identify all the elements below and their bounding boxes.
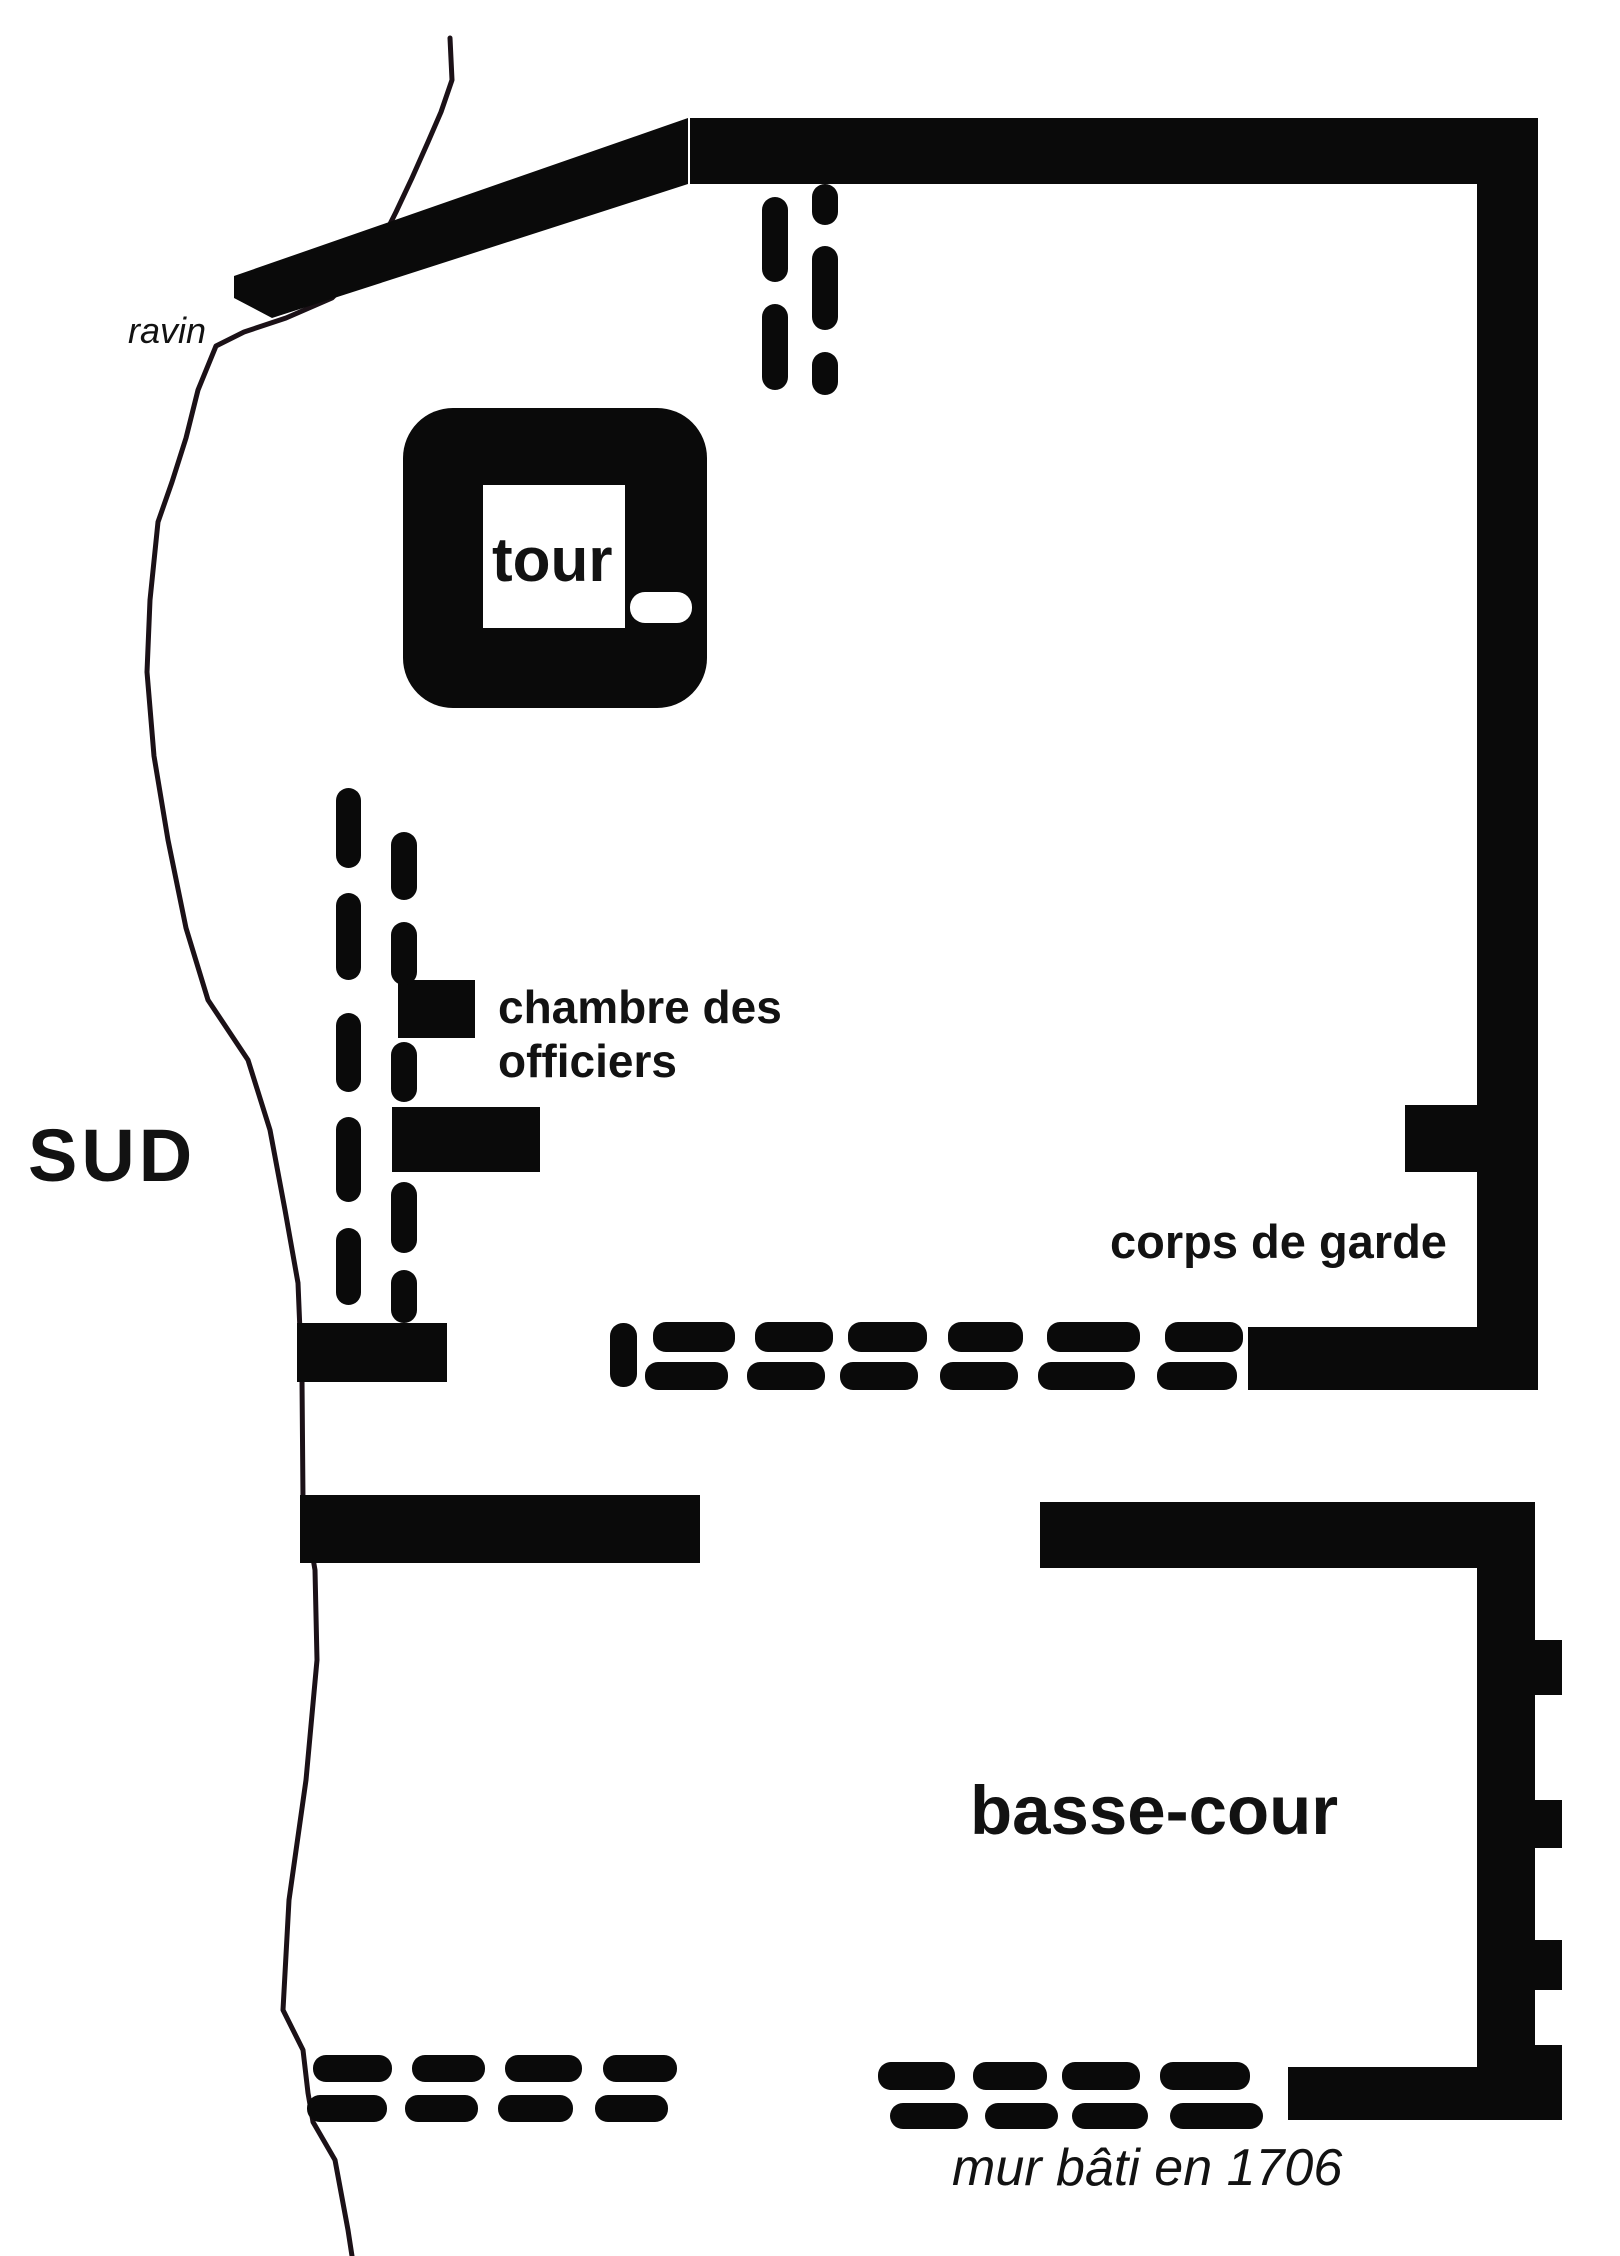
- officers-east-wall-dash: [391, 1042, 417, 1102]
- wall-buttress-1: [1535, 1640, 1562, 1695]
- courtyard-south-wall-dash: [610, 1323, 637, 1387]
- wall-buttress-2: [1535, 1800, 1562, 1848]
- southwest-robbed-wall-dash: [595, 2095, 668, 2122]
- north-robbed-wall-left-dash: [762, 304, 788, 390]
- courtyard-south-wall-dash: [1165, 1322, 1243, 1352]
- south-robbed-wall-1706-dash: [1160, 2062, 1250, 2090]
- label-ravine: ravin: [128, 310, 207, 351]
- wall-bassecour-north-west: [300, 1495, 700, 1563]
- wall-north: [690, 118, 1538, 184]
- south-robbed-wall-1706-dash: [878, 2062, 955, 2090]
- wall-northwest-diagonal: [234, 118, 688, 318]
- southwest-robbed-wall-dash: [307, 2095, 387, 2122]
- officers-west-wall-dash: [336, 1117, 361, 1202]
- wall-east-lower: [1477, 1502, 1535, 2120]
- wall-corps-de-garde: [1405, 1105, 1480, 1172]
- southwest-robbed-wall-dash: [603, 2055, 677, 2082]
- courtyard-south-wall-dash: [940, 1362, 1018, 1390]
- officers-west-wall-dash: [336, 788, 361, 868]
- courtyard-south-wall-dash: [653, 1322, 735, 1352]
- southwest-robbed-wall-dash: [405, 2095, 478, 2122]
- officers-east-wall-dash: [391, 1182, 417, 1253]
- label-guard-house: corps de garde: [1110, 1215, 1447, 1268]
- south-robbed-wall-1706-dash: [973, 2062, 1047, 2090]
- south-robbed-wall-1706-dash: [985, 2103, 1058, 2129]
- label-tower: tour: [492, 526, 613, 595]
- label-outer-courtyard: basse-cour: [970, 1772, 1339, 1849]
- officers-east-wall-dash: [391, 1270, 417, 1323]
- officers-west-wall-dash: [336, 1228, 361, 1305]
- north-robbed-wall-right-dash: [812, 246, 838, 330]
- tower-interior: [483, 485, 625, 628]
- courtyard-south-wall-dash: [1047, 1322, 1140, 1352]
- wall-bassecour-north-east: [1040, 1502, 1535, 1568]
- courtyard-south-wall-dash: [755, 1322, 833, 1352]
- courtyard-south-wall-dash: [645, 1362, 728, 1390]
- officers-room-south: [392, 1107, 540, 1172]
- wall-buttress-3: [1535, 1940, 1562, 1990]
- south-robbed-wall-1706-dash: [1170, 2103, 1263, 2129]
- southwest-robbed-wall-dash: [412, 2055, 485, 2082]
- north-robbed-wall-left-dash: [762, 197, 788, 282]
- southwest-robbed-wall-dash: [313, 2055, 392, 2082]
- south-robbed-wall-1706-dash: [890, 2103, 968, 2129]
- label-south-compass: SUD: [28, 1114, 197, 1197]
- officers-east-wall-dash: [391, 832, 417, 900]
- courtyard-south-wall-dash: [747, 1362, 825, 1390]
- courtyard-south-wall-dash: [840, 1362, 918, 1390]
- wall-courtyard-south-west: [297, 1323, 447, 1382]
- wall-courtyard-south-east: [1248, 1327, 1538, 1390]
- southwest-robbed-wall-dash: [505, 2055, 582, 2082]
- wall-south: [1288, 2067, 1535, 2120]
- north-robbed-wall-right-dash: [812, 184, 838, 225]
- officers-east-wall-dash: [391, 922, 417, 985]
- wall-buttress-4: [1535, 2045, 1562, 2120]
- courtyard-south-wall-dash: [1157, 1362, 1237, 1390]
- southwest-robbed-wall-dash: [498, 2095, 573, 2122]
- wall-east-upper: [1477, 118, 1538, 1390]
- courtyard-south-wall-dash: [1038, 1362, 1135, 1390]
- officers-room-north: [398, 980, 475, 1038]
- south-robbed-wall-1706-dash: [1062, 2062, 1140, 2090]
- north-robbed-wall-right-dash: [812, 352, 838, 395]
- courtyard-south-wall-dash: [948, 1322, 1023, 1352]
- label-officers-chamber: chambre des officiers: [498, 981, 782, 1088]
- officers-west-wall-dash: [336, 893, 361, 980]
- label-wall-built-1706: mur bâti en 1706: [952, 2139, 1343, 2197]
- officers-west-wall-dash: [336, 1013, 361, 1092]
- south-robbed-wall-1706-dash: [1072, 2103, 1148, 2129]
- courtyard-south-wall-dash: [848, 1322, 927, 1352]
- tower-door-opening: [630, 592, 692, 623]
